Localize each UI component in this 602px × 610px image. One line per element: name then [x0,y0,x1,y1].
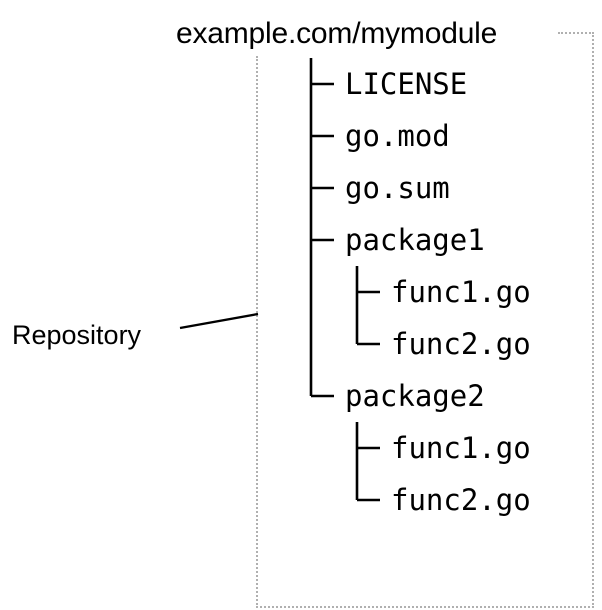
tree-elbow-connector-icon [355,318,380,346]
tree-tee-connector-icon [355,266,380,318]
tree-item-label: LICENSE [345,67,468,101]
tree-item-label: func1.go [391,431,531,465]
tree-file-row[interactable]: func2.go [300,474,531,526]
tree-directory-row[interactable]: package2 [300,370,485,422]
tree-item-label: func2.go [391,327,531,361]
tree-trunk-segment [309,318,313,370]
repository-leader-line [179,312,259,330]
tree-file-row[interactable]: go.mod [300,110,450,162]
tree-item-label: go.sum [345,171,450,205]
tree-trunk-segment [309,266,313,318]
tree-tee-connector-icon [355,422,380,474]
tree-item-label: func2.go [391,483,531,517]
tree-elbow-connector-icon [309,370,334,398]
tree-item-label: package1 [345,223,485,257]
tree-elbow-connector-icon [355,474,380,502]
tree-file-row[interactable]: func2.go [300,318,531,370]
tree-file-row[interactable]: func1.go [300,266,531,318]
repository-boundary-bottom-edge [256,606,594,608]
file-tree: LICENSE go.mod go.sum package1 func1.go func2… [300,58,600,598]
tree-directory-row[interactable]: package1 [300,214,485,266]
tree-file-row[interactable]: LICENSE [300,58,467,110]
tree-item-label: package2 [345,379,485,413]
repository-boundary-right-edge [592,32,594,608]
tree-item-label: go.mod [345,119,450,153]
repository-boundary-top-edge [558,32,594,34]
tree-file-row[interactable]: func1.go [300,422,531,474]
repository-annotation-label: Repository [12,320,142,350]
tree-tee-connector-icon [309,58,334,110]
repository-boundary-left-edge [256,56,258,608]
module-path-title: example.com/mymodule [176,17,498,50]
tree-tee-connector-icon [309,162,334,214]
tree-tee-connector-icon [309,110,334,162]
tree-tee-connector-icon [309,214,334,266]
tree-item-label: func1.go [391,275,531,309]
tree-file-row[interactable]: go.sum [300,162,450,214]
